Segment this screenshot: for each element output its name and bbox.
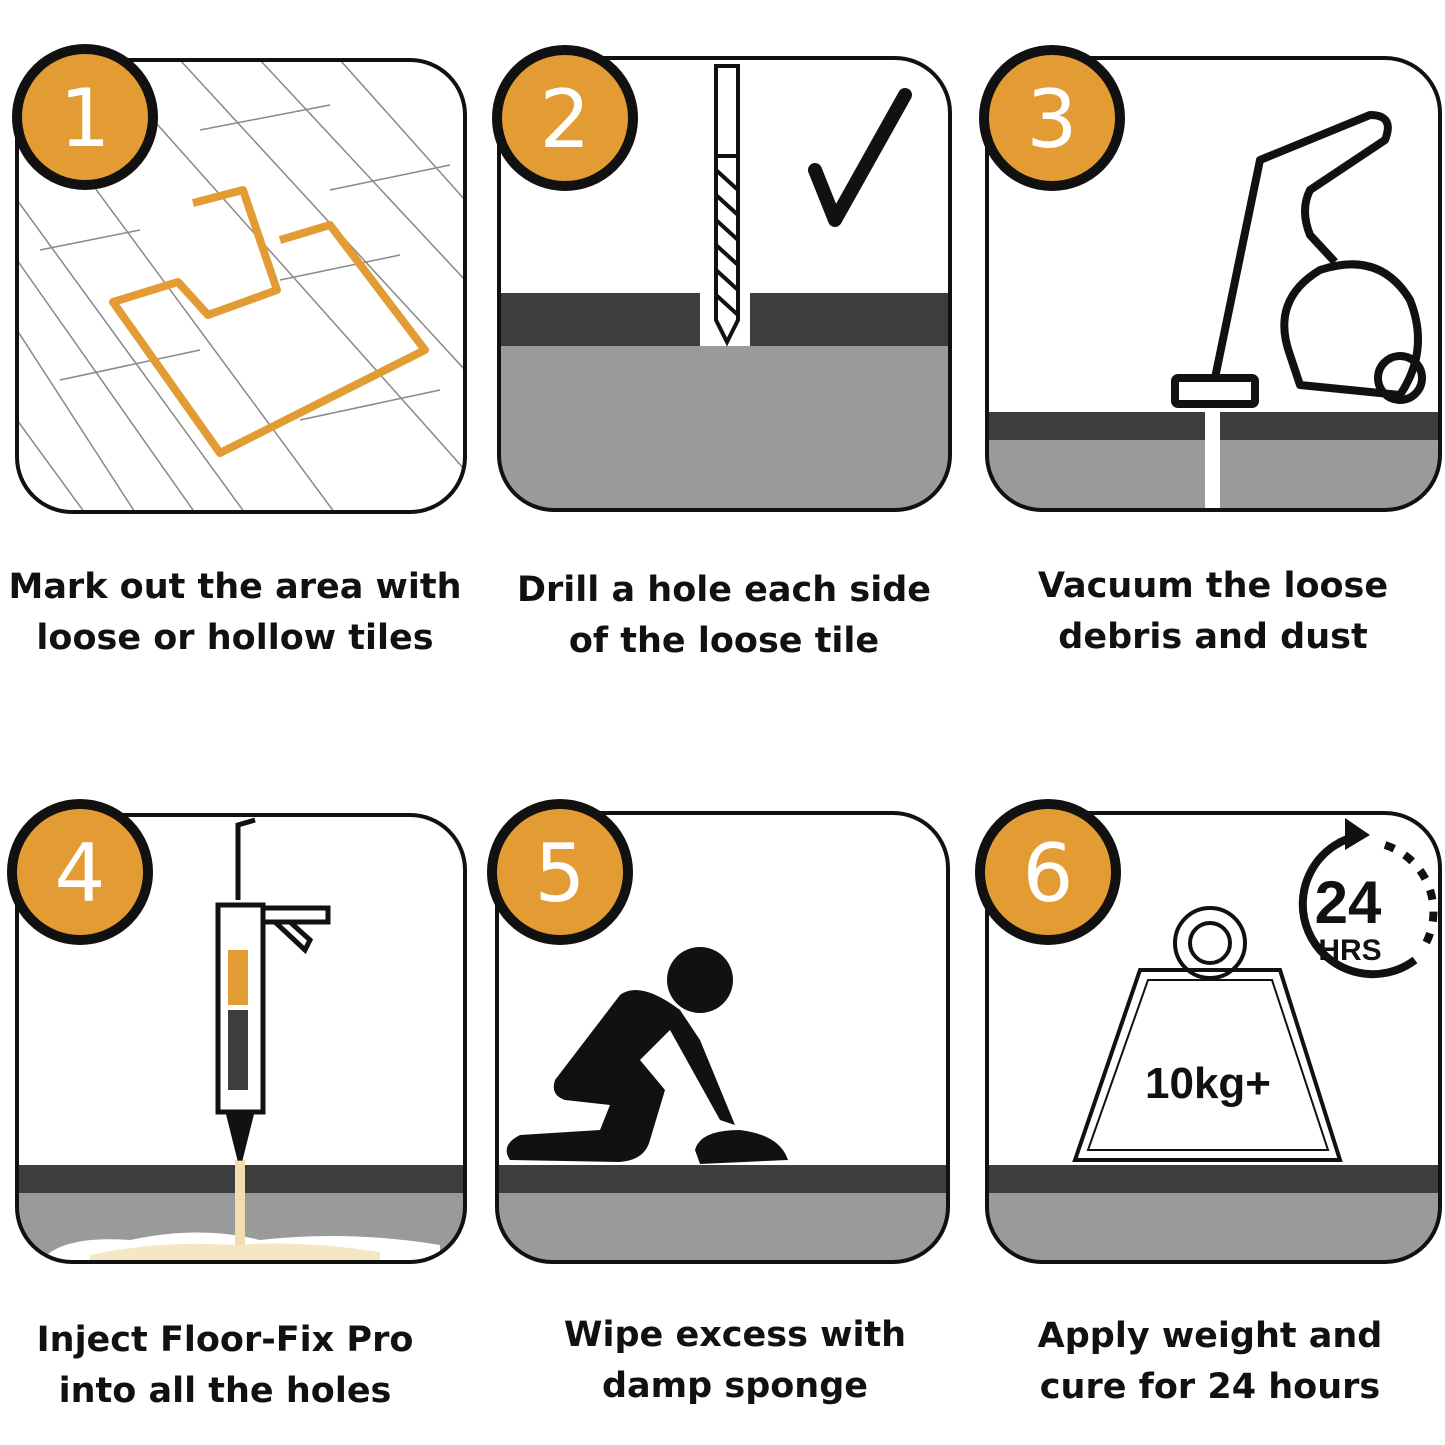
step-2-caption: Drill a hole each side of the loose tile bbox=[489, 565, 959, 667]
timer-value: 24 bbox=[1315, 869, 1382, 936]
step-2-badge: 2 bbox=[492, 45, 638, 191]
step-1-panel bbox=[15, 58, 467, 514]
24-hour-timer-icon: 24 HRS bbox=[1298, 818, 1438, 979]
caption-line: Mark out the area with bbox=[8, 567, 462, 607]
step-3-caption: Vacuum the loose debris and dust bbox=[978, 561, 1445, 663]
caption-line: Wipe excess with bbox=[563, 1315, 907, 1355]
step-4-badge: 4 bbox=[7, 799, 153, 945]
kneeling-person-icon bbox=[506, 947, 788, 1164]
caption-line: into all the holes bbox=[58, 1371, 392, 1411]
weight-label: 10kg+ bbox=[1145, 1059, 1271, 1108]
caption-line: of the loose tile bbox=[568, 621, 880, 661]
step-4-caption: Inject Floor-Fix Pro into all the holes bbox=[0, 1315, 460, 1417]
step-1-badge: 1 bbox=[12, 44, 158, 190]
step-1-caption: Mark out the area with loose or hollow ti… bbox=[0, 562, 470, 664]
svg-text:5: 5 bbox=[535, 827, 586, 920]
svg-text:6: 6 bbox=[1023, 827, 1074, 920]
caption-line: damp sponge bbox=[601, 1366, 869, 1406]
caption-line: Drill a hole each side bbox=[516, 570, 931, 610]
svg-text:1: 1 bbox=[60, 72, 111, 165]
step-3-panel bbox=[985, 56, 1442, 512]
caption-line: loose or hollow tiles bbox=[36, 618, 434, 658]
weight-icon bbox=[1072, 906, 1343, 1162]
caption-line: Vacuum the loose bbox=[1037, 566, 1389, 606]
step-6-badge: 6 bbox=[975, 799, 1121, 945]
step-badges: 1 2 3 4 5 6 bbox=[7, 44, 1125, 945]
caption-line: Apply weight and bbox=[1037, 1316, 1383, 1356]
step-6-panel: 10kg+ 24 HRS bbox=[985, 811, 1442, 1264]
checkmark-icon bbox=[808, 88, 912, 227]
caption-line: Inject Floor-Fix Pro bbox=[36, 1320, 414, 1360]
step-2-panel bbox=[497, 56, 952, 512]
step-3-badge: 3 bbox=[979, 45, 1125, 191]
svg-text:2: 2 bbox=[540, 73, 591, 166]
tile-outline-icon bbox=[109, 186, 429, 457]
vacuum-icon bbox=[1171, 111, 1426, 408]
timer-unit: HRS bbox=[1318, 934, 1381, 967]
svg-text:4: 4 bbox=[55, 827, 106, 920]
step-5-badge: 5 bbox=[487, 799, 633, 945]
step-6-caption: Apply weight and cure for 24 hours bbox=[975, 1311, 1445, 1413]
tile-floor-lines bbox=[17, 60, 465, 512]
step-4-panel bbox=[15, 813, 467, 1264]
caption-line: cure for 24 hours bbox=[1039, 1367, 1381, 1407]
caption-line: debris and dust bbox=[1058, 617, 1368, 657]
svg-text:3: 3 bbox=[1027, 73, 1078, 166]
caulk-gun-icon bbox=[215, 817, 331, 1161]
drill-bit-icon bbox=[714, 64, 740, 347]
step-5-panel bbox=[495, 811, 950, 1264]
step-5-caption: Wipe excess with damp sponge bbox=[500, 1310, 970, 1412]
